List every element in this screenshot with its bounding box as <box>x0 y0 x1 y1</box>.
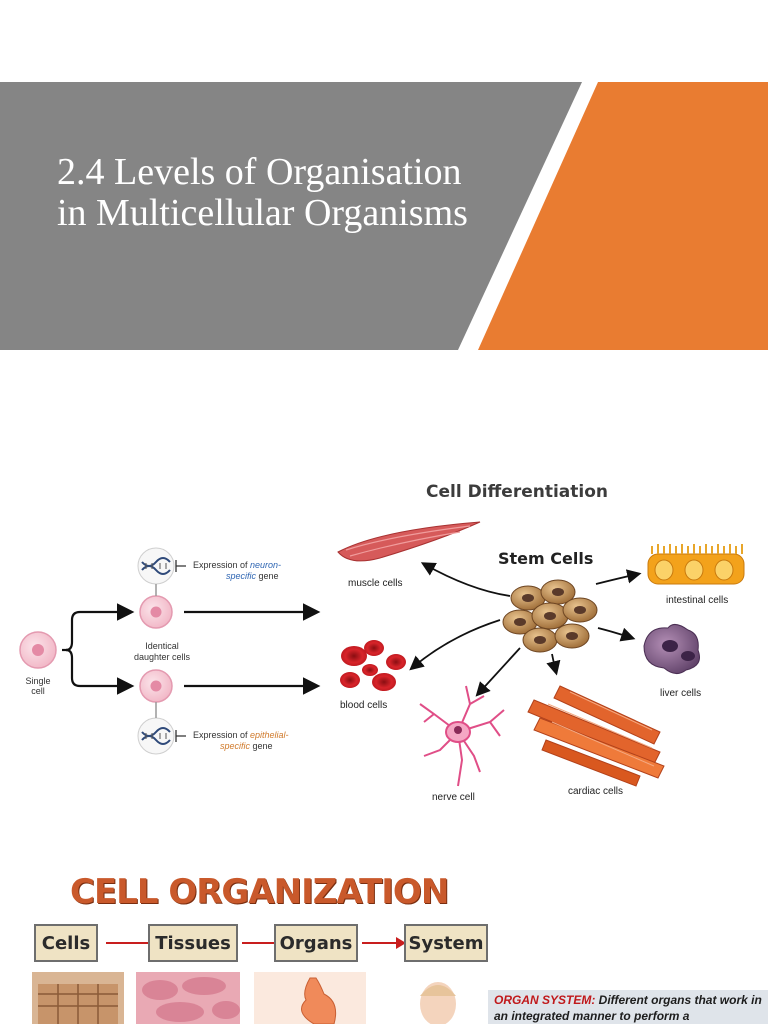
liver-cells-label: liver cells <box>660 688 701 699</box>
epithelial-expression-line2: specific gene <box>220 741 273 751</box>
cells-thumbnail-image <box>32 972 124 1024</box>
branch-arrow-top <box>65 603 135 652</box>
daughter-cells-label-2: daughter cells <box>134 652 191 662</box>
epithelial-expression-line1: Expression of epithelial- <box>193 730 289 740</box>
intestinal-cells-image <box>647 544 745 585</box>
organization-levels: Cells Tissues Organs System <box>34 924 494 964</box>
muscle-cells-label: muscle cells <box>348 578 402 589</box>
stem-cells-cluster <box>502 579 598 653</box>
banner-gray-panel <box>0 82 582 350</box>
liver-cells-image <box>643 624 700 674</box>
level-tissues-box: Tissues <box>148 924 238 962</box>
system-thumbnail-image <box>398 972 478 1026</box>
daughter-cell-bottom <box>139 669 173 703</box>
blood-cells-label: blood cells <box>340 700 387 711</box>
dna-icon-top <box>137 547 175 596</box>
neuron-expression-line2: specific gene <box>226 571 279 581</box>
daughter-cells-label-1: Identical <box>145 641 179 651</box>
level-system-box: System <box>404 924 488 962</box>
muscle-cells-image <box>337 521 481 562</box>
nerve-cell-label: nerve cell <box>432 792 475 803</box>
cell-differentiation-diagram: Cell Differentiation Single cell Identic… <box>19 482 745 803</box>
cardiac-cells-label: cardiac cells <box>568 786 623 797</box>
arrow-to-nerve <box>475 647 521 697</box>
stem-cells-label: Stem Cells <box>498 549 593 568</box>
title-banner <box>0 82 768 350</box>
blood-cells-image <box>340 640 406 691</box>
single-cell <box>19 631 57 669</box>
organ-system-definition: ORGAN SYSTEM: Different organs that work… <box>488 990 768 1024</box>
dna-icon-bottom <box>137 702 175 755</box>
arrow-to-cardiac <box>546 653 561 676</box>
cardiac-cells-image <box>527 685 665 787</box>
differentiation-title: Cell Differentiation <box>426 482 608 502</box>
branch-arrow-bottom <box>65 648 135 695</box>
arrow-to-muscle <box>420 562 511 597</box>
organ-system-definition-term: ORGAN SYSTEM: <box>494 993 596 1007</box>
intestinal-cells-label: intestinal cells <box>666 595 728 606</box>
tissues-thumbnail-image <box>136 972 240 1024</box>
banner-shapes <box>0 82 768 350</box>
arrow-to-blood <box>409 619 501 671</box>
single-cell-label-2: cell <box>31 686 45 696</box>
nerve-cell-image <box>419 685 505 787</box>
organs-thumbnail-image <box>254 972 366 1025</box>
arrow-icon <box>362 937 406 949</box>
organ-system-definition-text: Different organs that work in an integra… <box>494 993 762 1023</box>
banner-orange-panel <box>478 82 768 350</box>
daughter-cell-top <box>139 595 173 629</box>
single-cell-label-1: Single <box>25 676 50 686</box>
neuron-expression-line1: Expression of neuron- <box>193 560 281 570</box>
cell-organization-title: CELL ORGANIZATION <box>70 872 449 912</box>
slide-title: 2.4 Levels of Organisation in Multicellu… <box>57 151 468 234</box>
arrow-to-intestinal <box>595 569 642 585</box>
level-organs-box: Organs <box>274 924 358 962</box>
level-cells-box: Cells <box>34 924 98 962</box>
arrow-to-liver <box>597 627 636 642</box>
